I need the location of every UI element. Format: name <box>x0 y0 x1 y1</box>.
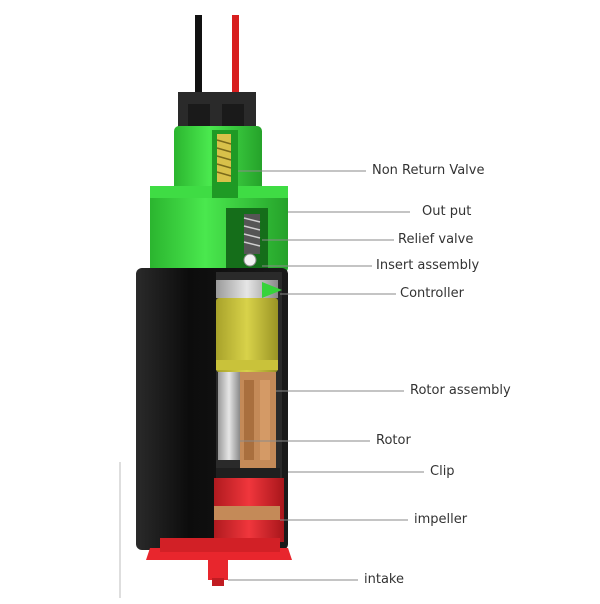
connector-slot-right <box>222 104 244 128</box>
clip <box>216 468 280 478</box>
rotor-winding-2 <box>260 380 270 460</box>
label-controller: Controller <box>400 286 464 301</box>
relief-valve-ball <box>243 253 257 267</box>
label-impeller: impeller <box>414 512 468 527</box>
intake-tip <box>212 578 224 586</box>
yellow-controller <box>216 298 278 372</box>
label-non-return-valve: Non Return Valve <box>372 163 485 178</box>
label-rotor-assembly: Rotor assembly <box>410 383 511 398</box>
label-clip: Clip <box>430 464 455 479</box>
rotor-shaft <box>218 372 240 460</box>
connector-slot-left <box>188 104 210 128</box>
label-insert-assembly: Insert assembly <box>376 258 480 273</box>
red-wire <box>232 15 239 97</box>
leader-lines <box>228 170 424 581</box>
intake-nozzle <box>208 558 228 580</box>
label-relief-valve: Relief valve <box>398 232 474 247</box>
controller-rim <box>216 360 278 370</box>
rotor-winding-1 <box>244 380 254 460</box>
relief-valve-spring <box>243 214 261 254</box>
label-intake: intake <box>364 572 404 587</box>
controller-tip <box>262 282 282 298</box>
label-rotor: Rotor <box>376 433 411 448</box>
non-return-valve-spring <box>216 134 232 182</box>
red-base-ring <box>160 538 280 552</box>
label-output: Out put <box>422 204 472 219</box>
impeller-disc <box>214 506 280 520</box>
black-wire <box>195 15 202 97</box>
